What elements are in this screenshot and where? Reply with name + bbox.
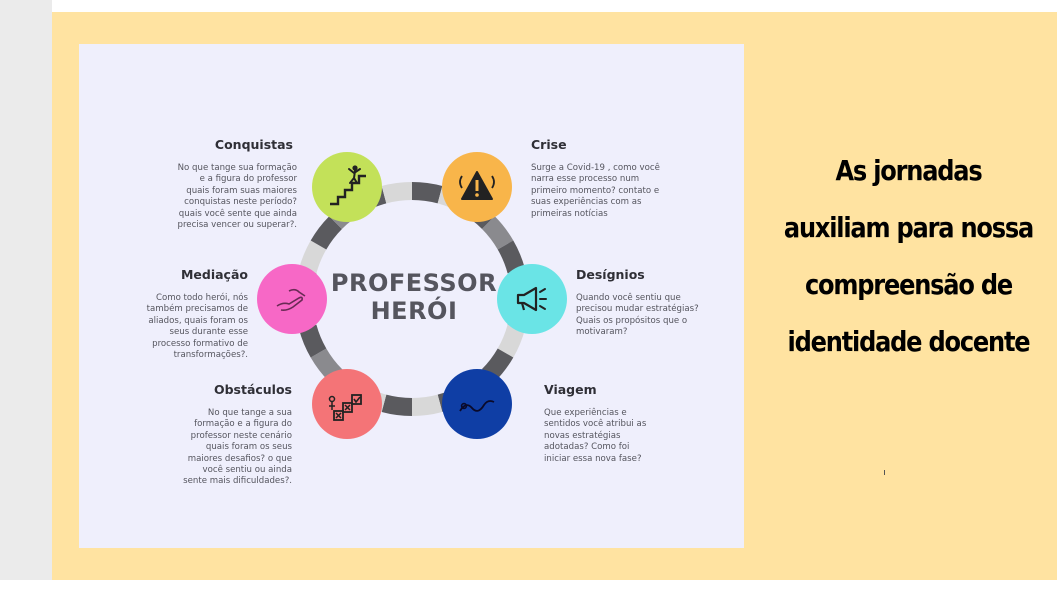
stage-desc-line: você sentiu ou ainda — [202, 465, 293, 476]
bottom-strip — [0, 580, 1057, 591]
stage-desc-line: precisou mudar estratégias? — [576, 304, 699, 315]
stage-title-crise: Crise — [531, 137, 567, 152]
ring-segment — [381, 394, 413, 416]
center-title-line-1: PROFESSOR — [330, 269, 498, 297]
stage-desc-line: narra esse processo num — [531, 174, 640, 185]
stage-desc-line: processo formativo de — [152, 338, 248, 349]
node-mediacao — [257, 264, 327, 334]
stage-desc-line: conquistas neste período? — [184, 197, 297, 208]
node-viagem — [442, 369, 512, 439]
stage-desc-line: Que experiências e — [544, 408, 627, 418]
megaphone-icon — [516, 286, 547, 312]
stage-desc-line: No que tange sua formação — [177, 163, 297, 173]
stage-desc-line: No que tange a sua — [207, 408, 292, 418]
stage-desc-line: maiores desafios? o que — [187, 453, 292, 464]
stage-desc-line: e a figura do professor — [199, 174, 297, 185]
stage-title-conquistas: Conquistas — [214, 137, 293, 152]
node-designios — [497, 264, 567, 334]
stage-title-viagem: Viagem — [544, 382, 597, 397]
slide-headline: As jornadas auxiliam para nossa compreen… — [781, 142, 1036, 370]
stage-desc-line: quais foram os seus — [205, 442, 292, 453]
stage-desc-line: transformações?. — [173, 350, 248, 361]
hero-journey-infographic: PROFESSOR HERÓI — [79, 44, 744, 548]
node-crise — [442, 152, 512, 222]
node-obstaculos — [312, 369, 382, 439]
stage-desc-line: Surge a Covid-19 , como você — [531, 163, 660, 173]
stage-desc-line: adotadas? Como foi — [544, 442, 630, 453]
stage-desc-line: iniciar essa nova fase? — [544, 453, 642, 464]
ring-segment — [381, 182, 413, 204]
stage-desc-line: novas estratégias — [544, 430, 621, 441]
stage-desc-line: quais você sente que ainda — [178, 208, 297, 219]
stage-desc-line: primeiras notícias — [531, 208, 608, 219]
stage-desc-line: sente mais dificuldades?. — [183, 476, 292, 487]
stage-desc-line: quais foram suas maiores — [186, 185, 297, 196]
stage-desc-line: primeiro momento? contato e — [531, 185, 660, 196]
headline-line-2: auxiliam para nossa — [783, 211, 1034, 244]
ring-segment — [310, 216, 343, 250]
stage-desc-line: Como todo herói, nós — [155, 293, 248, 303]
node-conquistas — [312, 152, 382, 222]
stage-desc-line: sentidos você atribui as — [544, 419, 647, 430]
stage-title-obstaculos: Obstáculos — [213, 382, 292, 397]
center-title-line-2: HERÓI — [370, 297, 458, 325]
ring-segment — [411, 182, 443, 204]
obstacle-steps-icon — [328, 394, 362, 421]
stage-desc-line: Quais os propósitos que o — [576, 315, 688, 326]
stage-desc-line: aliados, quais foram os — [148, 315, 248, 326]
ring-segment — [497, 324, 525, 358]
center-title: PROFESSOR HERÓI — [314, 269, 514, 325]
ring-segment — [299, 240, 327, 274]
sidebar-gutter — [0, 0, 52, 591]
stage-desc-line: motivaram? — [576, 327, 628, 338]
tiny-mark — [884, 470, 885, 475]
headline-line-3: compreensão de — [804, 268, 1013, 301]
stage-desc-line: precisa vencer ou superar?. — [177, 220, 298, 231]
staircase-success-icon — [330, 165, 366, 206]
ring-segment — [299, 324, 327, 358]
stage-desc-line: professor neste cenário — [190, 430, 292, 441]
ring-segment — [411, 394, 443, 416]
stage-title-designios: Desígnios — [576, 267, 645, 282]
warning-icon — [459, 171, 495, 200]
headline-line-1: As jornadas — [835, 154, 982, 187]
stage-desc-line: formação e a figura do — [194, 419, 292, 430]
helping-hands-icon — [276, 288, 306, 311]
journey-path-icon — [459, 400, 495, 412]
stage-desc-line: suas experiências com as — [531, 197, 642, 208]
ring-segment — [481, 216, 514, 250]
stage-desc-line: Quando você sentiu que — [576, 293, 681, 303]
headline-line-4: identidade docente — [787, 325, 1031, 358]
stage-desc-line: também precisamos de — [146, 304, 248, 315]
stage-title-mediacao: Mediação — [180, 267, 248, 282]
stage-desc-line: seus durante esse — [169, 327, 249, 338]
